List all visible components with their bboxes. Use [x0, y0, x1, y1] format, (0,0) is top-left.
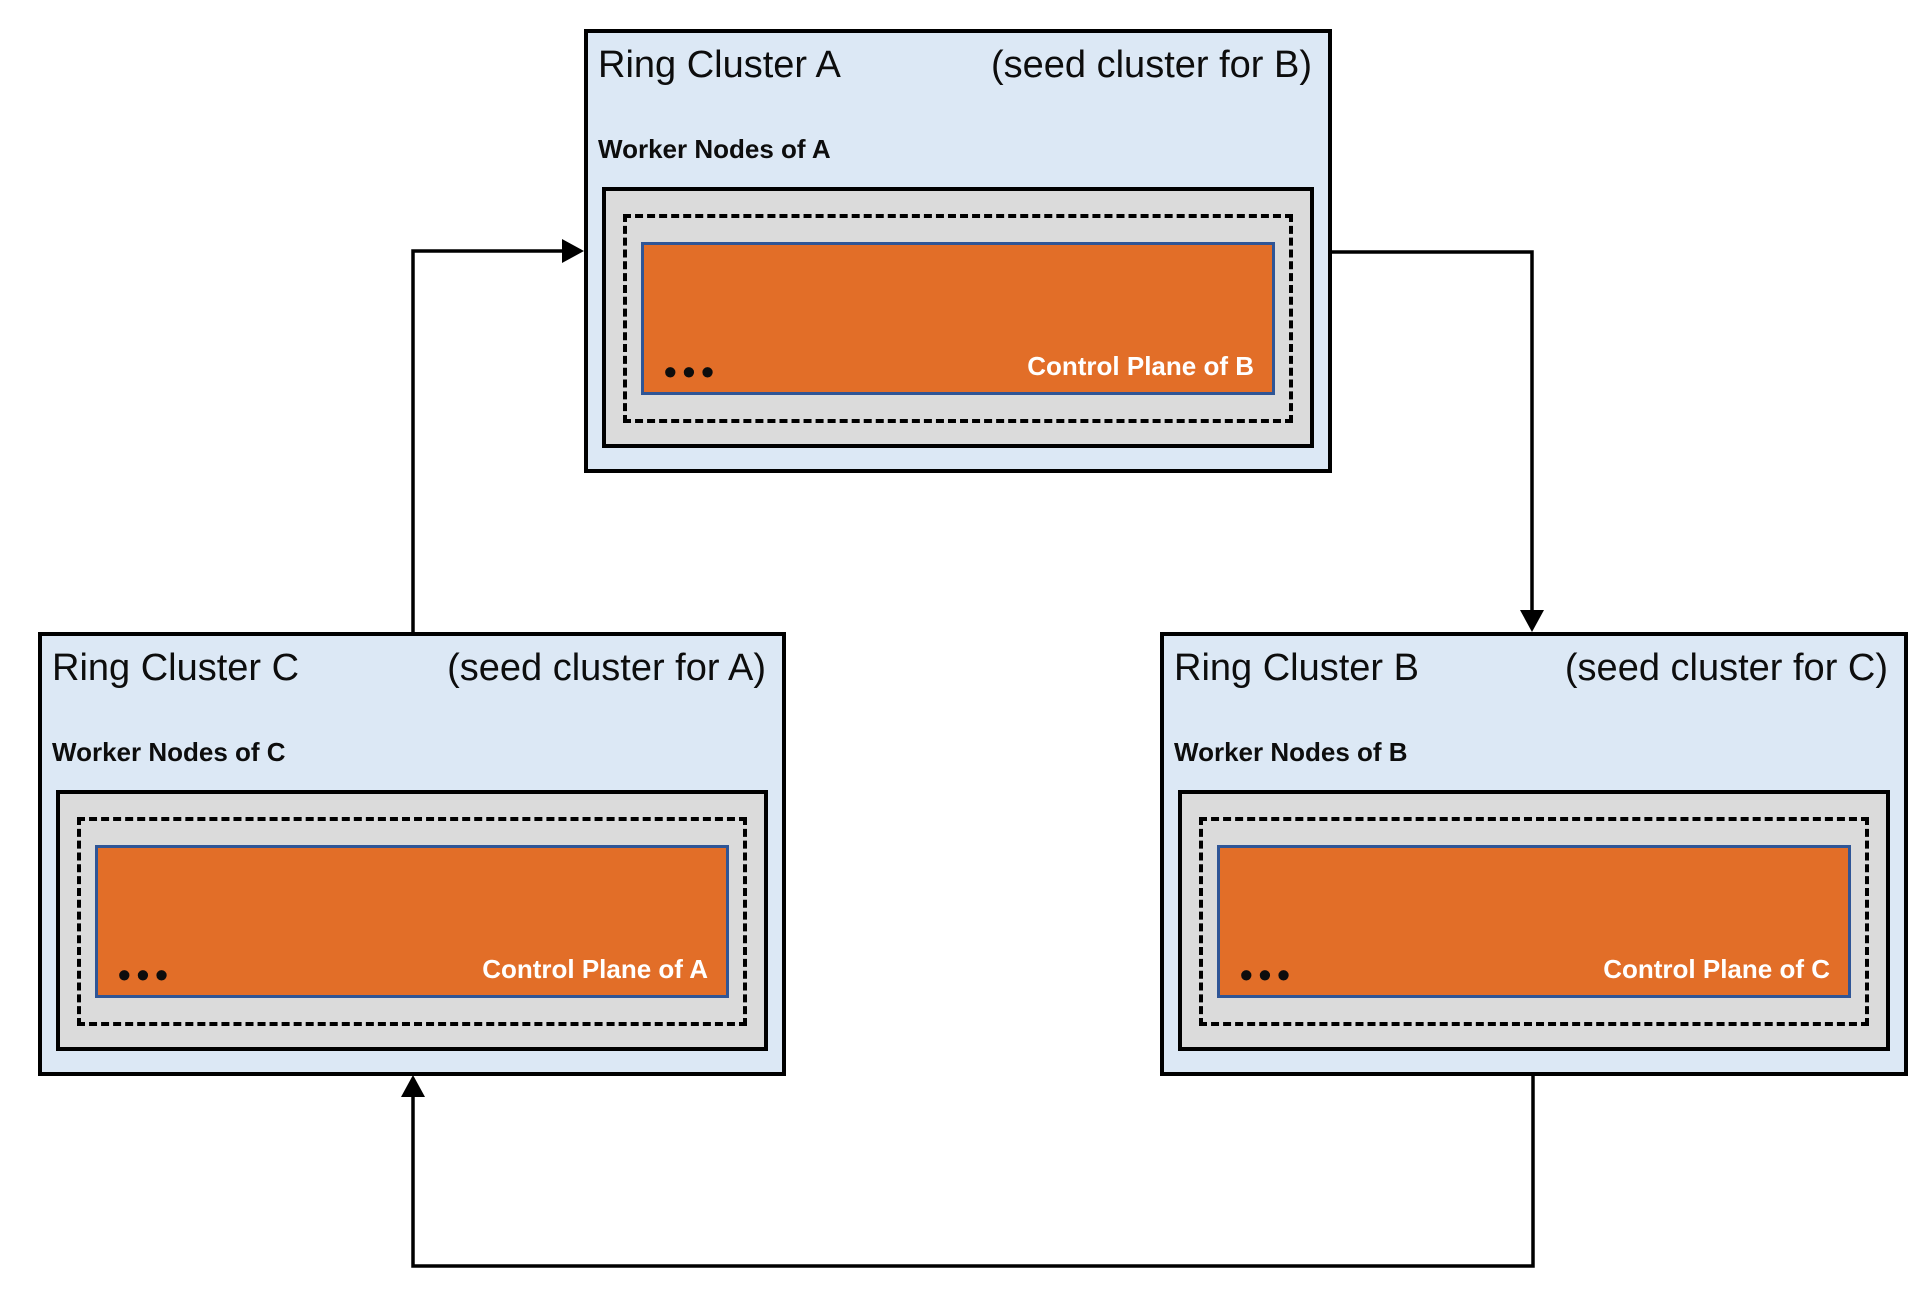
cluster-c-control-plane-label: Control Plane of A — [482, 954, 708, 984]
cluster-a-seed-note: (seed cluster for B) — [991, 44, 1312, 86]
cluster-a-dashed-boundary: ••• Control Plane of B — [623, 214, 1293, 423]
cluster-c-worker-nodes-label: Worker Nodes of C — [52, 737, 286, 767]
cluster-a: Ring Cluster A (seed cluster for B) Work… — [584, 29, 1332, 473]
cluster-b-worker-nodes-box: ••• Control Plane of C — [1178, 790, 1890, 1051]
cluster-c-name: Ring Cluster C — [52, 647, 300, 689]
cluster-c-worker-nodes-box: ••• Control Plane of A — [56, 790, 768, 1051]
cluster-a-ellipsis-dots: ••• — [664, 351, 720, 392]
cluster-a-worker-nodes-label: Worker Nodes of A — [598, 134, 831, 164]
cluster-a-name: Ring Cluster A — [598, 44, 841, 86]
cluster-a-worker-nodes-box: ••• Control Plane of B — [602, 187, 1314, 448]
cluster-c: Ring Cluster C (seed cluster for A) Work… — [38, 632, 786, 1076]
cluster-c-control-plane-box: ••• Control Plane of A — [95, 845, 729, 998]
cluster-b-control-plane-label: Control Plane of C — [1603, 954, 1830, 984]
cluster-a-title-row: Ring Cluster A (seed cluster for B) — [598, 43, 1312, 89]
cluster-c-title-row: Ring Cluster C (seed cluster for A) — [52, 646, 766, 692]
cluster-c-seed-note: (seed cluster for A) — [447, 647, 766, 689]
arrow-c-to-a — [411, 239, 584, 632]
cluster-b-dashed-boundary: ••• Control Plane of C — [1199, 817, 1869, 1026]
cluster-b-worker-nodes-label: Worker Nodes of B — [1174, 737, 1408, 767]
cluster-a-control-plane-box: ••• Control Plane of B — [641, 242, 1275, 395]
cluster-a-control-plane-label: Control Plane of B — [1027, 351, 1254, 381]
arrow-a-to-b — [1332, 250, 1544, 632]
cluster-b-name: Ring Cluster B — [1174, 647, 1419, 689]
cluster-b-ellipsis-dots: ••• — [1240, 954, 1296, 995]
cluster-b-control-plane-box: ••• Control Plane of C — [1217, 845, 1851, 998]
cluster-b-seed-note: (seed cluster for C) — [1564, 647, 1888, 689]
cluster-b: Ring Cluster B (seed cluster for C) Work… — [1160, 632, 1908, 1076]
cluster-c-ellipsis-dots: ••• — [118, 954, 174, 995]
arrow-b-to-c — [401, 1075, 1535, 1268]
cluster-c-dashed-boundary: ••• Control Plane of A — [77, 817, 747, 1026]
cluster-b-title-row: Ring Cluster B (seed cluster for C) — [1174, 646, 1888, 692]
